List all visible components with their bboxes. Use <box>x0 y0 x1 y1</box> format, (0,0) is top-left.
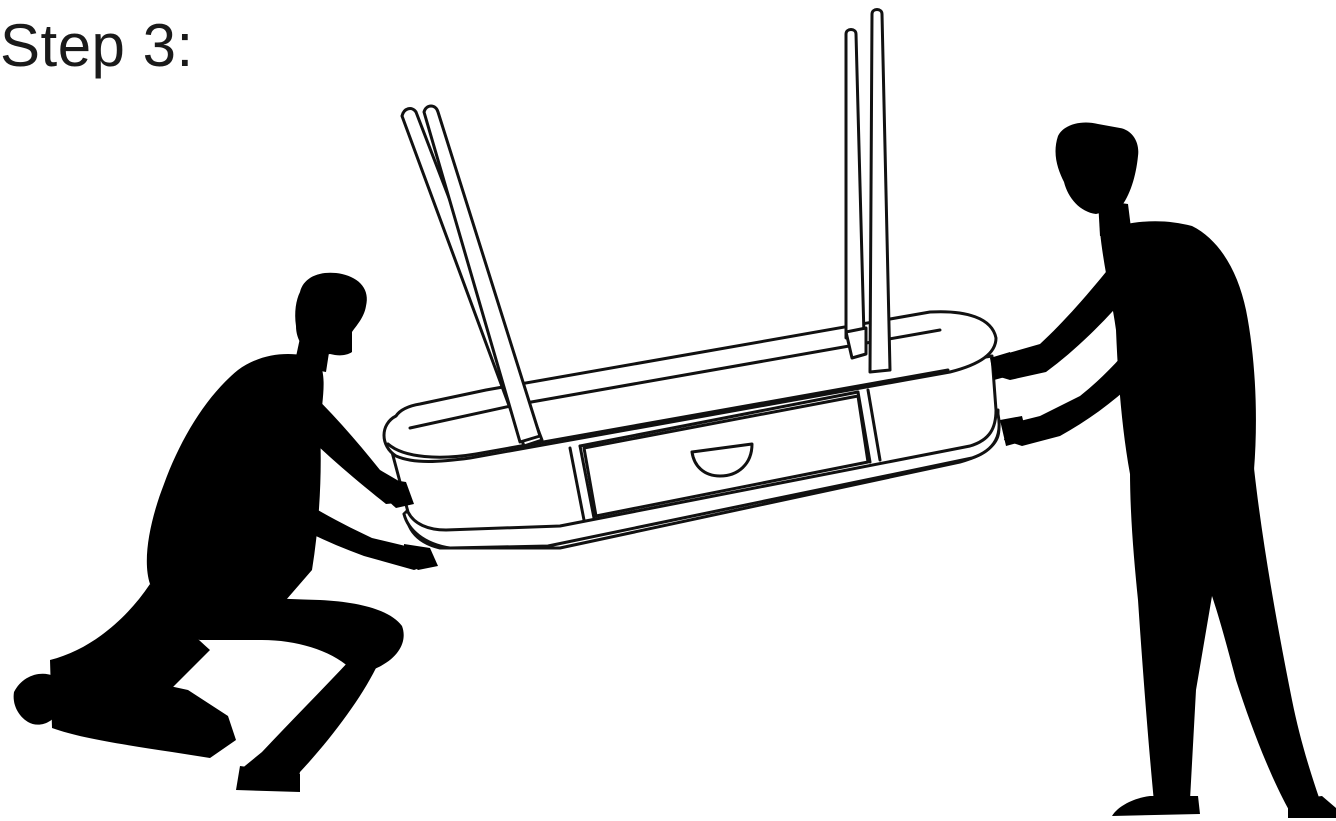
left-person-silhouette <box>14 273 432 792</box>
table-leg-right-front <box>870 10 890 373</box>
table-outline <box>384 312 999 548</box>
right-person-silhouette <box>990 123 1336 819</box>
table-leg-right-back <box>846 30 864 339</box>
